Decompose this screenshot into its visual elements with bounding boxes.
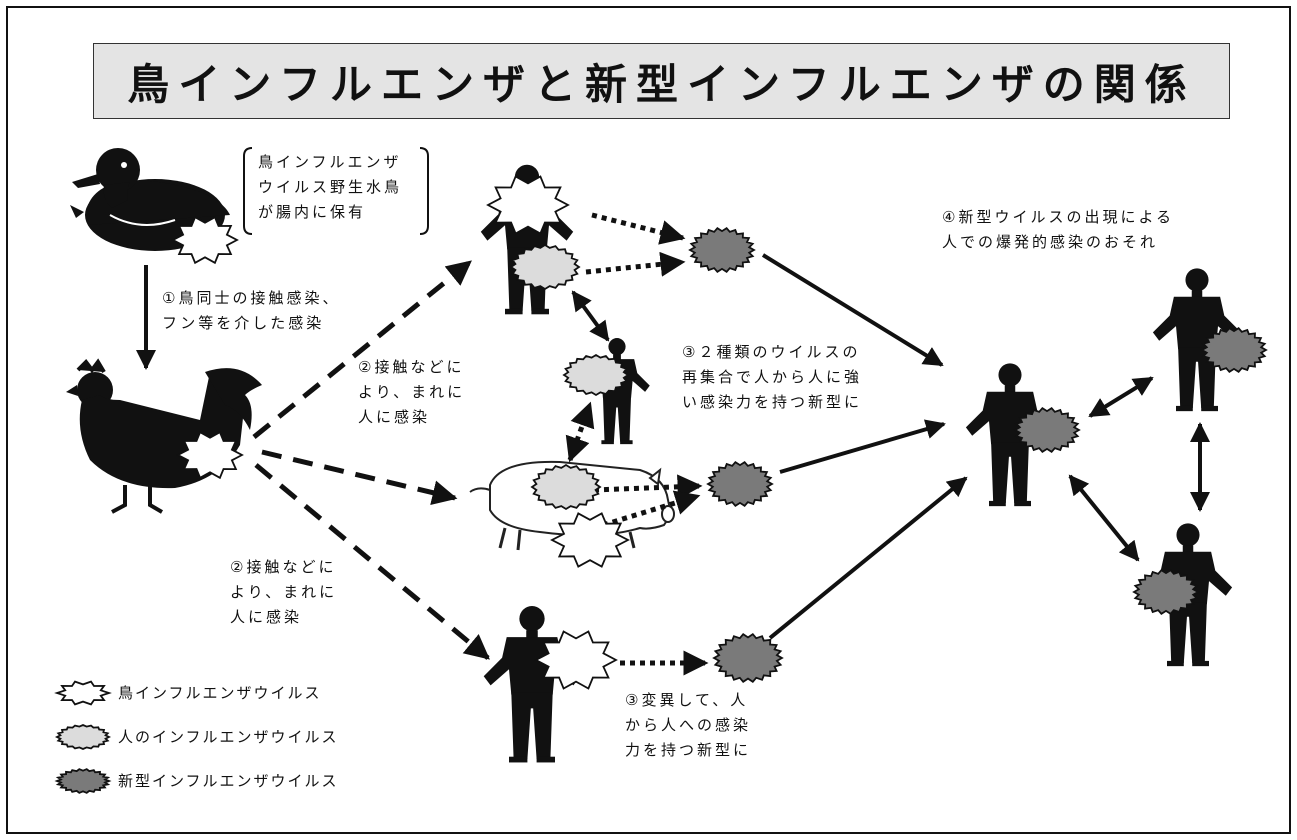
note-line: 力を持つ新型に — [625, 741, 752, 759]
avian-virus-icon — [176, 430, 244, 480]
note-line: が腸内に保有 — [258, 203, 367, 221]
note-line: 再集合で人から人に強 — [682, 368, 863, 386]
legend: 鳥インフルエンザウイルス 人のインフルエンザウイルス 新型インフルエンザウイルス — [52, 670, 412, 800]
novel-virus-icon — [712, 633, 784, 683]
note-line: ④新型ウイルスの出現による — [942, 208, 1174, 226]
legend-human-label: 人のインフルエンザウイルス — [118, 728, 339, 746]
step1-label: ①鳥同士の接触感染、 フン等を介した感染 — [162, 286, 340, 336]
step2-lower-label: ②接触などに より、まれに 人に感染 — [230, 555, 337, 630]
novel-virus-icon — [1013, 407, 1081, 453]
legend-avian-swatch — [52, 678, 114, 708]
avian-virus-icon — [550, 512, 630, 568]
human-virus-icon — [530, 463, 602, 511]
mutation-arrows — [565, 212, 709, 676]
step2-upper-label: ②接触などに より、まれに 人に感染 — [358, 355, 465, 430]
note-line: から人への感染 — [625, 716, 752, 734]
note-line: ②接触などに — [358, 358, 465, 376]
avian-virus-icon — [54, 680, 112, 706]
note-bracket-right — [419, 147, 429, 235]
human-virus-icon — [54, 724, 112, 750]
novel-virus-icon — [54, 768, 112, 794]
note-line: 人に感染 — [358, 408, 431, 426]
novel-virus-icon — [706, 461, 774, 507]
legend-human-swatch — [52, 722, 114, 752]
legend-novel-label: 新型インフルエンザウイルス — [118, 772, 339, 790]
note-line: 人に感染 — [230, 608, 303, 626]
note-line: ③２種類のウイルスの — [682, 343, 861, 361]
note-line: ②接触などに — [230, 558, 337, 576]
note-line: ウイルス野生水鳥 — [258, 178, 403, 196]
human-virus-icon — [509, 243, 581, 291]
note-line: い感染力を持つ新型に — [682, 393, 863, 411]
avian-virus-icon — [171, 215, 239, 265]
human-virus-icon — [562, 353, 630, 397]
chicken-icon — [66, 358, 262, 514]
note-line: 鳥インフルエンザ — [258, 153, 402, 171]
title-box: 鳥インフルエンザと新型インフルエンザの関係 — [93, 43, 1230, 119]
novel-virus-icon — [1200, 327, 1268, 373]
virus-layer — [171, 175, 1268, 690]
step3-mutate-label: ③変異して、人 から人への感染 力を持つ新型に — [625, 688, 751, 763]
note-line: より、まれに — [358, 383, 466, 401]
note-line: ①鳥同士の接触感染、 — [162, 289, 341, 307]
step4-label: ④新型ウイルスの出現による 人での爆発的感染のおそれ — [942, 205, 1174, 255]
legend-avian-label: 鳥インフルエンザウイルス — [118, 684, 322, 702]
note-bracket-left — [243, 147, 253, 235]
note-line: より、まれに — [230, 583, 338, 601]
novel-virus-icon — [1132, 569, 1200, 615]
diagram-title: 鳥インフルエンザと新型インフルエンザの関係 — [127, 59, 1196, 109]
note-line: フン等を介した感染 — [162, 314, 325, 332]
novel-virus-icon — [688, 227, 756, 273]
legend-novel-swatch — [52, 766, 114, 796]
note-line: ③変異して、人 — [625, 691, 749, 709]
connector-arrows — [136, 253, 1210, 640]
note-line: 人での爆発的感染のおそれ — [942, 233, 1159, 251]
avian-virus-icon — [534, 630, 618, 690]
wild-bird-note: 鳥インフルエンザ ウイルス野生水鳥 が腸内に保有 — [258, 150, 402, 225]
contact-arrows — [252, 260, 490, 660]
avian-virus-icon — [486, 175, 570, 235]
step3-reassort-label: ③２種類のウイルスの 再集合で人から人に強 い感染力を持つ新型に — [682, 340, 862, 415]
